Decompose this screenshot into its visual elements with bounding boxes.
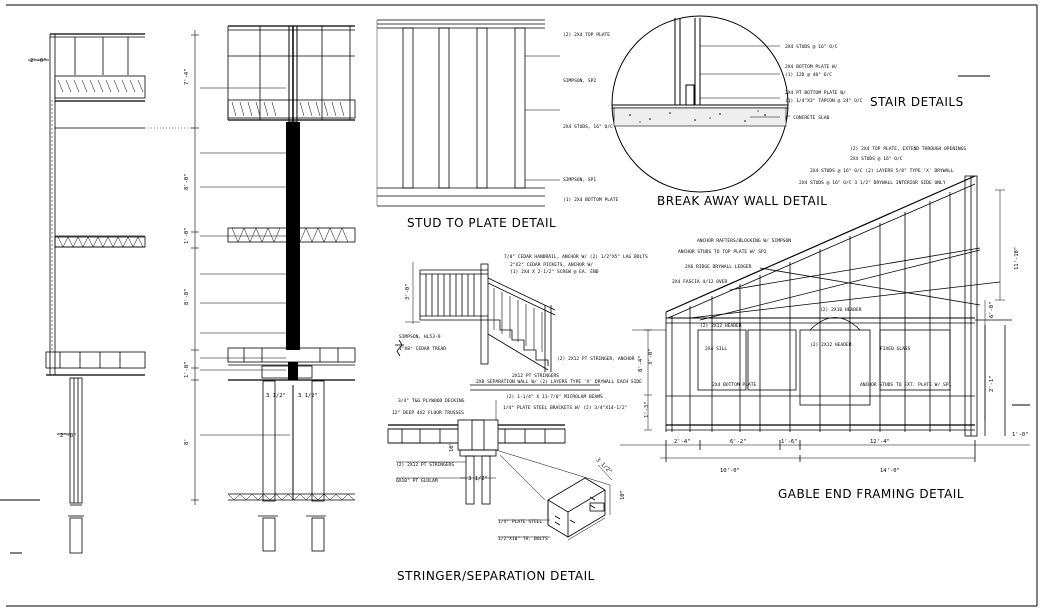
dim-label: 6'-0" [989, 301, 995, 318]
callout-note: 2X4 SILL [705, 346, 727, 352]
callout-note: (2) 2X4 TOP PLATE, EXTEND THROUGH OPENIN… [850, 146, 966, 152]
dim-label: 2'-0" [30, 58, 47, 64]
callout-note: SIMPSON, SP2 [563, 78, 596, 84]
dim-label: 8'-0" [184, 288, 190, 305]
title-stringer: STRINGER/SEPARATION DETAIL [397, 569, 595, 583]
dim-label: 3 1/2" [468, 476, 488, 482]
callout-note: 2X4 BOTTOM PLATE [712, 382, 756, 388]
stud-to-plate-notes: (2) 2X4 TOP PLATE SIMPSON, SP2 2X4 STUDS… [563, 32, 619, 203]
callout-note: 7/8" CEDAR HANDRAIL, ANCHOR W/ (2) 1/2"X… [504, 254, 648, 260]
title-gable: GABLE END FRAMING DETAIL [778, 487, 964, 501]
dim-label: 7'-4" [184, 68, 190, 85]
title-stair: STAIR DETAILS [870, 95, 964, 109]
dim-label: 8'-4" [638, 355, 644, 372]
dim-label: 3'-0" [405, 283, 411, 300]
callout-note: 1"X8" CEDAR TREAD [399, 346, 446, 352]
callout-note: 3/4" T&G PLYWOOD DECKING [398, 398, 465, 404]
gable-notes: (2) 2X4 TOP PLATE, EXTEND THROUGH OPENIN… [638, 146, 1029, 474]
dim-label: 3'-0" [648, 348, 654, 365]
stringer-drawing [387, 384, 613, 541]
dim-label: 6'-2" [730, 439, 747, 445]
callout-note: ANCHOR STUDS TO EXT. PLATE W/ SP1 [860, 382, 952, 388]
callout-note: 2X4 PT BOTTOM PLATE W/ [785, 90, 846, 96]
dim-label: 11'-10" [1014, 247, 1020, 270]
dim-label: 10" [449, 442, 455, 452]
dim-label: 1'-0" [184, 227, 190, 244]
callout-note: (2) 2X10 HEADER [820, 307, 862, 313]
section-leader-lines [55, 87, 290, 436]
callout-note: 1/2"X10" TH. BOLTS [498, 536, 548, 542]
callout-note: (2) 2X4 TOP PLATE [563, 32, 610, 38]
callout-note: (2) 1-1/4" X 11-7/8" MICROLAM BEAMS [506, 394, 603, 400]
callout-note: 4" CONCRETE SLAB [785, 115, 829, 121]
dim-label: 10" [620, 490, 626, 500]
callout-note: ANCHOR STUDS TO TOP PLATE W/ SP2 [678, 249, 767, 255]
dim-label: 1'-0" [1012, 432, 1029, 438]
callout-note: (1) 2X4 BOTTOM PLATE [563, 197, 619, 203]
callout-note: (2) 2X12 HEADER [810, 342, 852, 348]
callout-note: 2X6 RIDGE DRYWALL LEDGER [685, 264, 752, 270]
callout-note: (1) 1/4"X3" TAPCON @ 24" O/C [785, 98, 863, 104]
dim-label: 12'-4" [870, 439, 890, 445]
callout-note: (1) 12D @ 48" O/C [785, 72, 832, 78]
stair-notes: 7/8" CEDAR HANDRAIL, ANCHOR W/ (2) 1/2"X… [399, 254, 648, 379]
break-away-notes: 2X4 STUDS @ 16" O/C 2X4 BOTTOM PLATE W/ … [785, 44, 863, 121]
callout-note: (2) 2X12 PT STRINGER, ANCHOR [557, 356, 635, 362]
dim-label: 1'-0" [184, 361, 190, 378]
section-dimension-line [191, 30, 199, 505]
callout-note: 2X8 SEPARATION WALL W/ (2) LAYERS TYPE '… [476, 379, 642, 385]
callout-note: 1/4" PLATE STEEL BRACKETS W/ (2) 3/4"X14… [503, 405, 627, 411]
callout-note: 6X10" PT GLULAM [396, 478, 438, 484]
dim-label: 8'-0" [184, 173, 190, 190]
break-away-drawing [611, 15, 789, 193]
callout-note: 2X4 STUDS, 16" O/C [563, 124, 613, 130]
callout-note: SIMPSON, SP1 [563, 177, 596, 183]
callout-note: 2X4 BOTTOM PLATE W/ [785, 64, 838, 70]
callout-note: SIMPSON, HL53-9 [399, 334, 441, 340]
dim-label: 10'-0" [720, 468, 740, 474]
callout-note: ANCHOR RAFTERS/BLOCKING W/ SIMPSON [697, 238, 791, 244]
callout-note: 12" DEEP 4X2 FLOOR TRUSSES [392, 410, 464, 416]
callout-note: (2) 2X12 PT STRINGERS [396, 462, 454, 468]
dim-label: 1'-3" [644, 401, 650, 418]
callout-note: 1/4" PLATE STEEL [498, 519, 542, 525]
callout-note: FIXED GLASS [880, 346, 911, 352]
stringer-notes: 2X8 SEPARATION WALL W/ (2) LAYERS TYPE '… [392, 379, 642, 542]
callout-note: (2) 2X12 HEADER [700, 323, 742, 329]
callout-note: (1) 2X4 X 2-1/2" SCREW @ EA. END [510, 269, 599, 275]
stair-drawing [395, 262, 556, 372]
concrete-stipple [629, 110, 766, 123]
callout-note: 2X12 PT STRINGERS [512, 373, 559, 379]
stud-to-plate-drawing [376, 19, 560, 207]
dim-label: 2'-1" [989, 375, 995, 392]
dim-label: 3 1/2" [266, 393, 286, 399]
dim-label: 8' [184, 438, 190, 445]
callout-note: 2X4 STUDS @ 16" O/C (2) LAYERS 5/8" TYPE… [810, 168, 954, 174]
callout-note: 2"X2" CEDAR PICKETS, ANCHOR W/ [510, 262, 593, 268]
dim-label: 2'-4" [674, 439, 691, 445]
dim-label: 14'-0" [880, 468, 900, 474]
wall-section-left [28, 33, 146, 554]
title-stud-to-plate: STUD TO PLATE DETAIL [407, 216, 556, 230]
callout-note: 2X4 STUDS @ 16" O/C [850, 156, 903, 162]
center-separation-wall [286, 25, 300, 500]
callout-note: 2X4 FASCIA 4/12 OVER [672, 279, 728, 285]
title-break-away: BREAK AWAY WALL DETAIL [657, 194, 828, 208]
dim-label: 1'-6" [781, 439, 798, 445]
callout-note: 2X4 STUDS @ 16" O/C 3 1/2" DRYWALL INTER… [799, 180, 946, 186]
callout-note: 2X4 STUDS @ 16" O/C [785, 44, 838, 50]
gable-framing-drawing [620, 175, 1030, 462]
dim-label: 3 1/2" [298, 393, 318, 399]
dim-label: 2'-0" [60, 433, 77, 439]
